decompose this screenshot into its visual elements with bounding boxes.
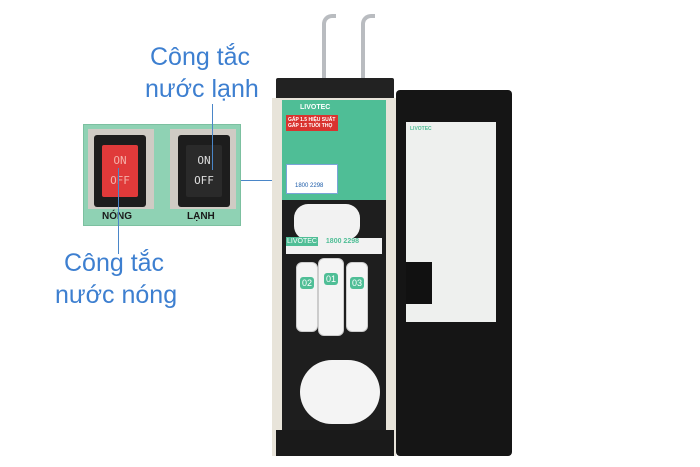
cold-pointer-line	[212, 104, 213, 170]
filter-03: 03	[346, 262, 368, 332]
hot-switch-annotation-line2: nước nóng	[55, 281, 178, 309]
hot-label: NÓNG	[102, 211, 132, 222]
faucet	[322, 14, 336, 80]
cold-switch-annotation-line2: nước lạnh	[145, 75, 259, 103]
cold-label: LẠNH	[187, 211, 215, 222]
product-poster: LIVOTEC GẤP 1.5 HIỆU SUẤT GẤP 1.5 TUỔI T…	[282, 100, 386, 200]
hotline-strip: LIVOTEC 1800 2298	[286, 237, 382, 254]
filter-number: 01	[323, 273, 338, 285]
on-label: ON	[113, 154, 127, 167]
top-panel	[276, 78, 394, 100]
brand-logo: LIVOTEC	[410, 126, 432, 132]
off-label: OFF	[194, 174, 214, 187]
base	[276, 430, 394, 456]
inset-pointer-line	[241, 180, 283, 181]
filter-number: 03	[349, 277, 364, 289]
faucet	[361, 14, 375, 80]
headline: GẤP 1.5 TUỔI THỌ	[288, 123, 333, 129]
hot-switch-annotation-line1: Công tắc	[64, 249, 165, 277]
filter-number: 02	[299, 277, 314, 289]
hotline-box: 1800 2298	[286, 164, 338, 194]
pressure-tank	[300, 360, 380, 424]
filter-01: 01	[318, 258, 344, 336]
filter-02: 02	[296, 262, 318, 332]
hot-water-switch: ON OFF	[94, 135, 146, 207]
cold-water-switch: ON OFF	[178, 135, 230, 207]
brand-logo: LIVOTEC	[300, 104, 331, 111]
brand-logo: LIVOTEC	[286, 237, 318, 246]
filter-caps	[294, 204, 360, 240]
switch-inset: ON OFF ON OFF NÓNG LẠNH	[83, 124, 241, 226]
hot-pointer-line	[118, 168, 119, 254]
qr-panel	[406, 262, 432, 304]
hotline: 1800 2298	[325, 238, 359, 245]
headline: GẤP 1.5 HIỆU SUẤT	[288, 117, 336, 123]
off-label: OFF	[110, 174, 130, 187]
on-label: ON	[197, 154, 211, 167]
cold-switch-annotation-line1: Công tắc	[150, 43, 251, 71]
